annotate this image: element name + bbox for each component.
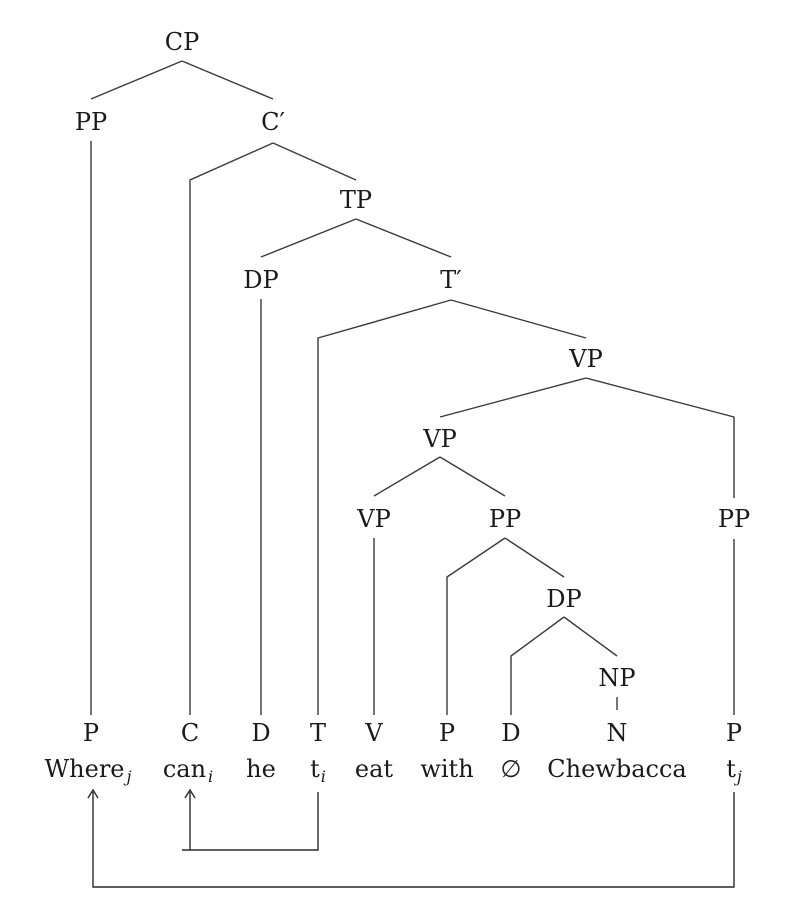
branch-cp-cbar <box>181 60 274 100</box>
arrowhead-up-icon <box>87 788 99 799</box>
branch-dp-d2 <box>510 616 565 715</box>
leaf-categories: P C D T V P D N P <box>83 719 742 747</box>
movement-arrows <box>87 788 735 888</box>
branch-tp-dp <box>260 218 357 258</box>
leaf-category-c: C <box>181 719 199 747</box>
subscript-j: j <box>124 767 132 786</box>
node-labels: CP PP C′ TP DP T′ VP VP VP PP PP DP NP <box>75 28 750 692</box>
tree-branches <box>90 60 735 715</box>
leaf-word-chewbacca: Chewbacca <box>547 755 686 783</box>
leaf-category-p3: P <box>726 719 742 747</box>
node-t-bar: T′ <box>440 266 461 294</box>
node-cp: CP <box>165 28 200 56</box>
leaf-category-d2: D <box>501 719 520 747</box>
movement-arrow-pp-to-spec <box>92 792 735 888</box>
node-pp-top: PP <box>75 108 107 136</box>
node-vp-mid: VP <box>422 425 456 453</box>
leaf-category-p1: P <box>83 719 99 747</box>
subscript-i: i <box>208 767 213 786</box>
node-tp: TP <box>340 186 372 214</box>
leaf-word-eat: eat <box>355 755 394 783</box>
leaf-category-n: N <box>607 719 628 747</box>
node-c-bar: C′ <box>261 108 285 136</box>
node-vp-top: VP <box>568 345 602 373</box>
arrowhead-up-icon <box>184 788 196 799</box>
leaf-category-p2: P <box>439 719 455 747</box>
leaf-category-d1: D <box>251 719 270 747</box>
node-pp-with: PP <box>489 505 521 533</box>
movement-arrow-t-to-c <box>182 792 319 851</box>
node-vp-low: VP <box>356 505 390 533</box>
node-dp-subj: DP <box>243 266 278 294</box>
branch-vpmid-vplow <box>373 456 441 497</box>
leaf-category-t: T <box>310 719 326 747</box>
node-pp-adjunct: PP <box>718 505 750 533</box>
branch-ppwith-dp <box>504 537 565 578</box>
branch-cbar-tp <box>272 142 357 181</box>
leaf-word-empty: ∅ <box>501 755 522 783</box>
leaf-word-with: with <box>420 755 473 783</box>
branch-cbar-c <box>189 142 274 715</box>
leaf-word-he: he <box>246 755 276 783</box>
branch-tp-tbar <box>355 218 452 258</box>
subscript-j: j <box>734 767 742 786</box>
branch-ppwith-p <box>446 537 506 715</box>
branch-cp-pp <box>90 60 183 100</box>
subscript-i: i <box>321 767 326 786</box>
branch-vpmid-ppwith <box>439 456 506 497</box>
leaf-word-trace-i: ti <box>310 755 326 786</box>
node-dp-obj: DP <box>546 585 581 613</box>
leaf-word-trace-j: tj <box>726 755 742 786</box>
branch-vp-pp <box>585 377 735 498</box>
branch-tbar-vp <box>450 299 587 339</box>
branch-dp-np <box>563 616 618 657</box>
leaf-category-v: V <box>364 719 383 747</box>
branch-vp-vp <box>439 377 587 418</box>
node-np-obj: NP <box>598 664 635 692</box>
branch-tbar-t <box>317 299 452 715</box>
